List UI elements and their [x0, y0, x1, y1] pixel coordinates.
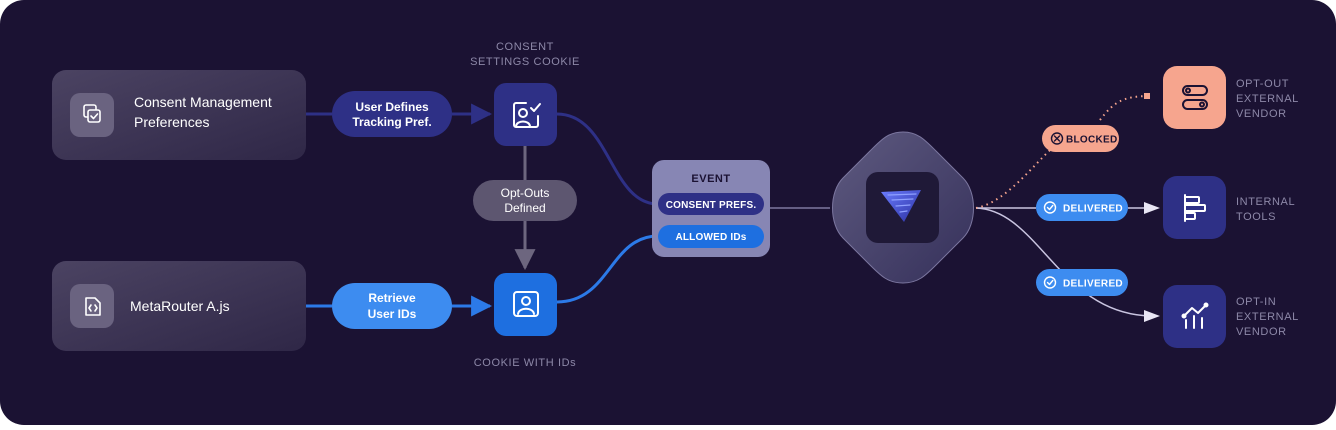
bars-icon	[1184, 194, 1206, 222]
ajs-label: MetaRouter A.js	[130, 298, 230, 314]
source-card-cmp: Consent Management Preferences	[52, 70, 306, 160]
delivered-label-2: DELIVERED	[1063, 279, 1123, 290]
cookie-ids: COOKIE WITH IDs	[474, 273, 577, 369]
user-id-icon	[513, 291, 539, 317]
consent-cookie-caption-2: SETTINGS COOKIE	[470, 56, 580, 68]
blocked-label: BLOCKED	[1066, 135, 1118, 146]
check-circle-icon	[1043, 201, 1057, 214]
user-defines-label: User Defines	[355, 100, 429, 114]
retrieve-label-2: User IDs	[368, 307, 417, 321]
metarouter-logo-icon	[881, 190, 921, 222]
badge-delivered-opt-in: DELIVERED	[1036, 269, 1128, 296]
consent-cookie-caption: CONSENT	[496, 41, 554, 53]
event-card: EVENT CONSENT PREFS. ALLOWED IDs	[652, 160, 770, 257]
opt-in-caption: OPT-IN	[1236, 296, 1276, 308]
consent-prefs-label: CONSENT PREFS.	[666, 200, 757, 211]
destination-opt-in: OPT-IN EXTERNAL VENDOR	[1163, 285, 1299, 348]
blocked-icon	[1050, 132, 1064, 145]
step-opt-outs: Opt-Outs Defined	[473, 180, 577, 221]
internal-caption: INTERNAL	[1236, 196, 1295, 208]
toggles-icon	[1182, 85, 1208, 110]
opt-out-caption-3: VENDOR	[1236, 108, 1287, 120]
source-card-ajs: MetaRouter A.js	[52, 261, 306, 351]
badge-blocked: BLOCKED	[1042, 125, 1119, 152]
step-retrieve: Retrieve User IDs	[332, 283, 452, 329]
badge-delivered-internal: DELIVERED	[1036, 194, 1128, 221]
cmp-label-2: Preferences	[134, 114, 209, 130]
opt-outs-label-2: Defined	[504, 201, 545, 215]
opt-in-caption-3: VENDOR	[1236, 326, 1287, 338]
opt-in-caption-2: EXTERNAL	[1236, 311, 1299, 323]
ids-cookie-caption: COOKIE WITH IDs	[474, 357, 577, 369]
delivered-label-1: DELIVERED	[1063, 204, 1123, 215]
opt-outs-label: Opt-Outs	[501, 186, 550, 200]
allowed-ids-chip	[658, 225, 764, 248]
consent-prefs-chip	[658, 193, 764, 215]
hub	[832, 131, 974, 284]
chart-icon	[1181, 302, 1209, 329]
user-defines-label-2: Tracking Pref.	[352, 115, 431, 129]
blocked-endpoint	[1144, 93, 1150, 99]
cookie-consent: CONSENT SETTINGS COOKIE	[470, 41, 580, 146]
opt-out-caption-2: EXTERNAL	[1236, 93, 1299, 105]
copy-check-icon	[83, 104, 101, 123]
arrow-opt-in	[1144, 310, 1160, 322]
cmp-label: Consent Management	[134, 94, 272, 110]
user-check-icon	[513, 102, 541, 128]
destination-opt-out: OPT-OUT EXTERNAL VENDOR	[1163, 66, 1299, 129]
event-title: EVENT	[691, 173, 730, 185]
allowed-ids-label: ALLOWED IDs	[675, 232, 746, 243]
file-code-icon	[85, 297, 101, 316]
retrieve-label: Retrieve	[368, 291, 416, 305]
internal-caption-2: TOOLS	[1236, 211, 1276, 223]
check-circle-icon	[1043, 276, 1057, 289]
destination-internal: INTERNAL TOOLS	[1163, 176, 1295, 239]
opt-out-caption: OPT-OUT	[1236, 78, 1289, 90]
step-user-defines: User Defines Tracking Pref.	[332, 91, 452, 137]
arrow-internal	[1144, 202, 1160, 214]
